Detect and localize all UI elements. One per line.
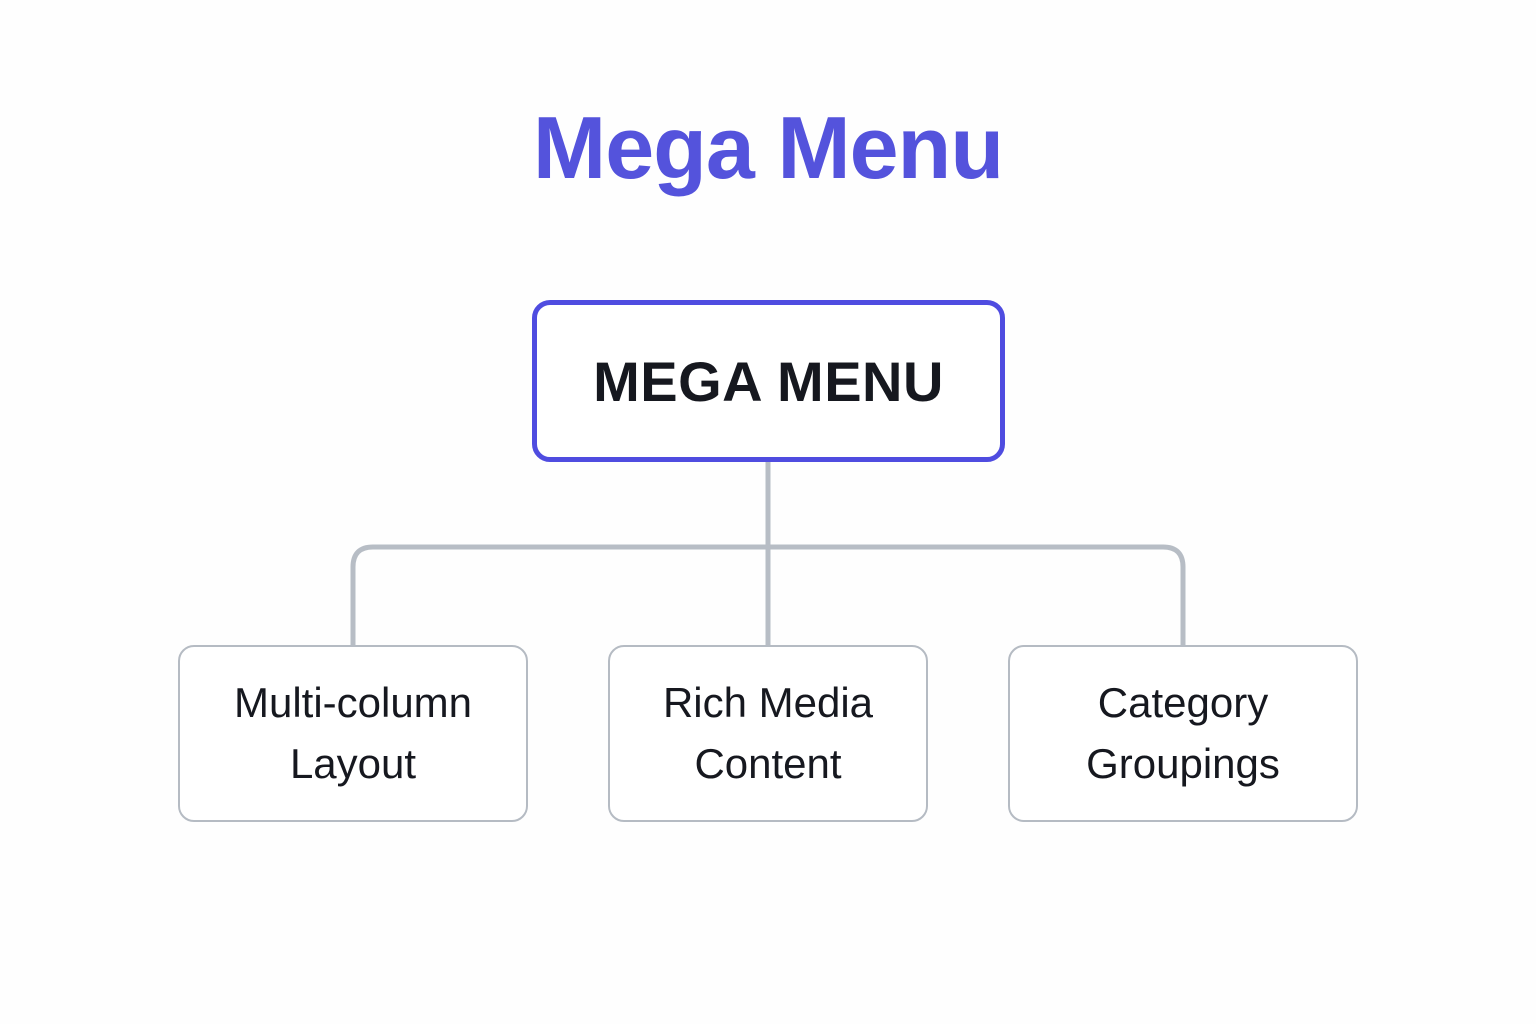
diagram-node-category-groupings: Category Groupings xyxy=(1008,645,1358,822)
diagram-node-label: Category Groupings xyxy=(1086,678,1280,787)
diagram-node-label: Multi-column Layout xyxy=(233,678,473,787)
page-title: Mega Menu xyxy=(532,98,1004,197)
diagram-node-rich-media-content: Rich Media Content xyxy=(608,645,928,822)
diagram-node-label: MEGA MENU xyxy=(593,349,944,413)
diagram-node-mega-menu: MEGA MENU xyxy=(532,300,1005,462)
diagram-node-label: Rich Media Content xyxy=(662,678,874,787)
diagram-node-multi-column-layout: Multi-column Layout xyxy=(178,645,528,822)
